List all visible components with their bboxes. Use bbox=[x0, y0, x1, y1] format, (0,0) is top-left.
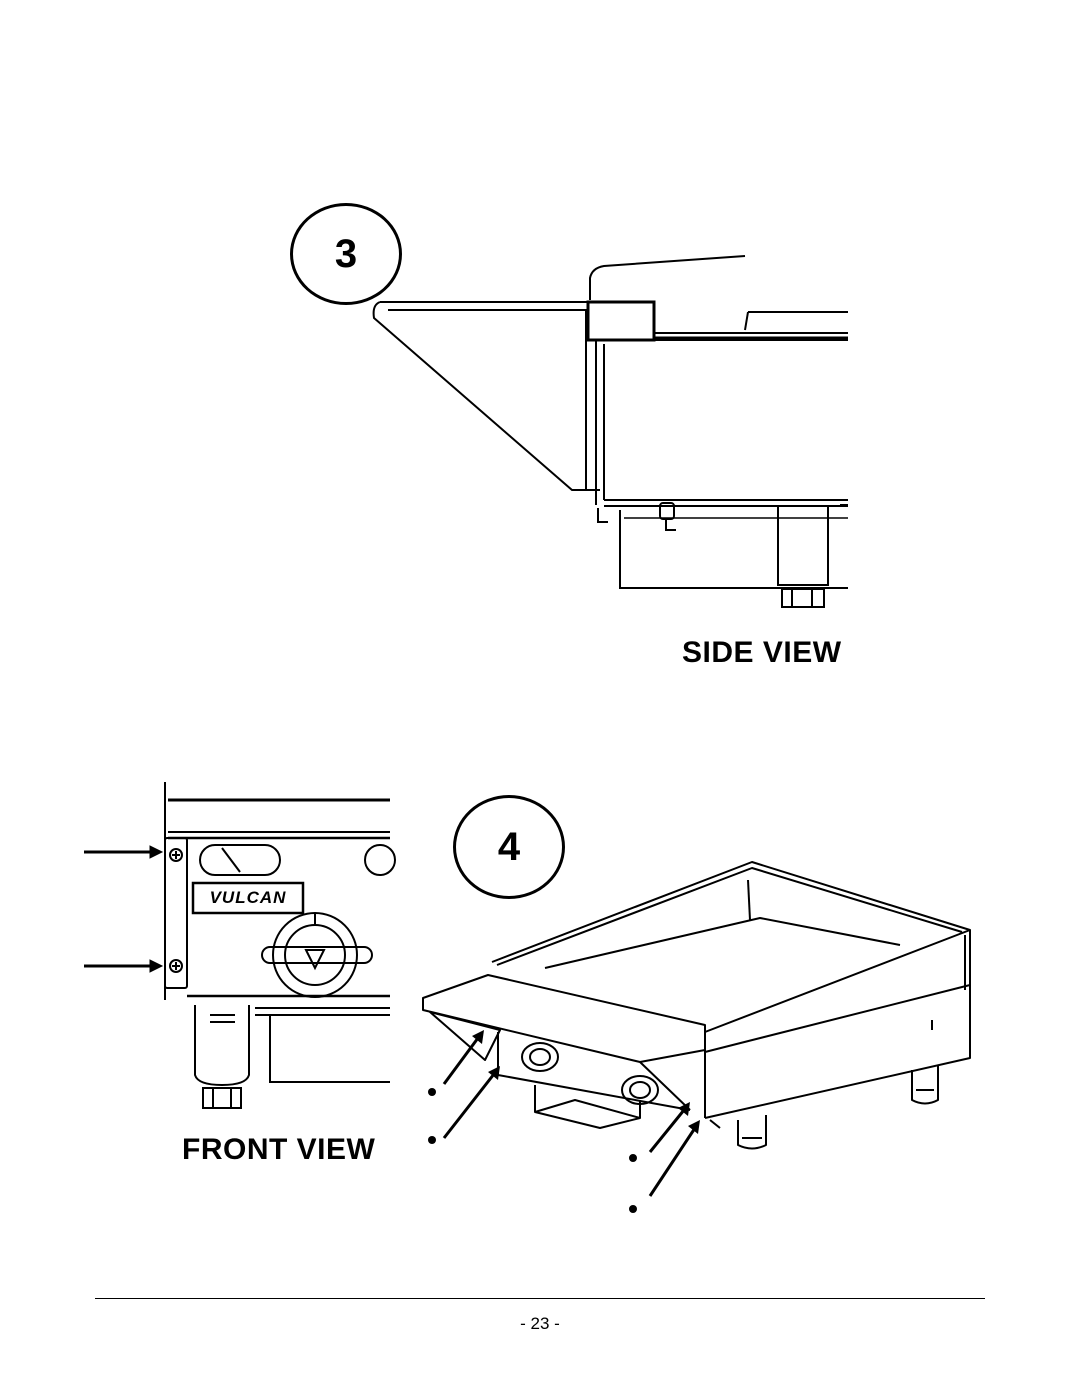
step-3-badge: 3 bbox=[290, 203, 402, 305]
front-view-label: FRONT VIEW bbox=[182, 1133, 376, 1166]
step-4-number: 4 bbox=[497, 824, 521, 869]
vulcan-logo-text: VULCAN bbox=[209, 888, 287, 907]
side-view-label: SIDE VIEW bbox=[682, 636, 842, 669]
footer-divider bbox=[95, 1298, 985, 1299]
front-view-detail-illustration bbox=[84, 782, 396, 1109]
griddle-isometric-illustration bbox=[422, 861, 971, 1213]
step-3-number: 3 bbox=[334, 231, 358, 276]
page-number: - 23 - bbox=[520, 1314, 560, 1333]
vulcan-logo: VULCAN bbox=[197, 886, 299, 910]
step-4-badge: 4 bbox=[453, 795, 565, 899]
side-view-illustration bbox=[372, 255, 848, 608]
